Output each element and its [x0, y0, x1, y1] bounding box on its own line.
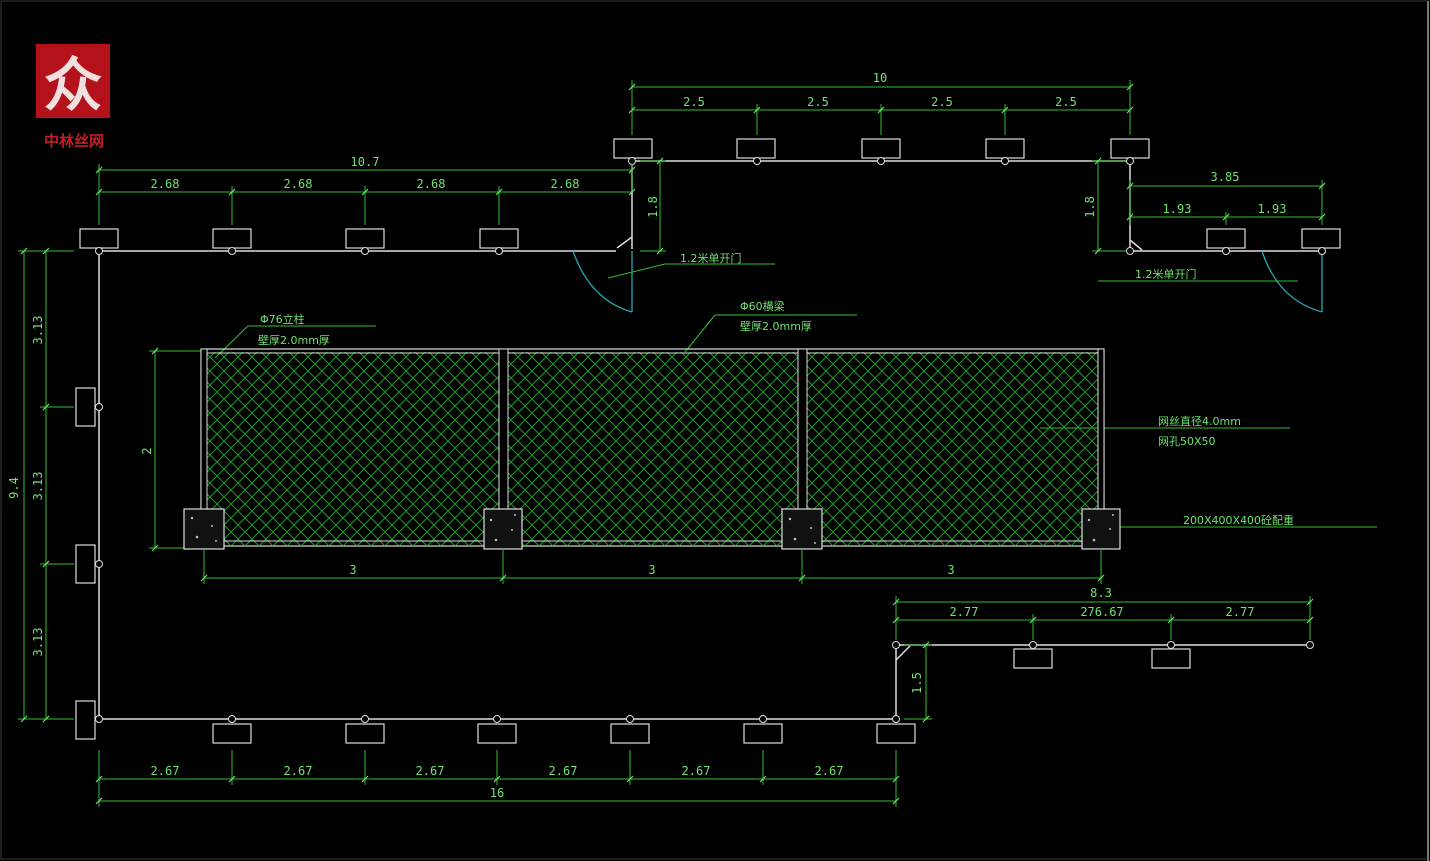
post-footing	[345, 228, 385, 249]
note-rail-spec: Φ60横梁	[740, 299, 785, 313]
dim-bottom-seg: 2.67	[151, 764, 180, 778]
dim-bottom-seg: 2.67	[815, 764, 844, 778]
note-foundation: 200X400X400砼配重	[1183, 513, 1294, 527]
note-mesh-wire: 网丝直径4.0mm	[1158, 414, 1241, 428]
dim-top-seg: 2.5	[1055, 95, 1077, 109]
note-rail-thickness: 壁厚2.0mm厚	[740, 319, 812, 333]
dimension-ticks	[20, 83, 1326, 805]
dim-left-seg: 3.13	[31, 472, 45, 501]
dim-fence-panel: 3	[349, 563, 356, 577]
dim-upper-left-seg: 2.68	[284, 177, 313, 191]
post-markers	[95, 157, 1326, 723]
door-arc-left	[572, 250, 633, 313]
post-footing	[610, 723, 650, 744]
dim-left-offset: 1.8	[646, 196, 660, 218]
dim-bottom-seg: 2.67	[682, 764, 711, 778]
door-swing-arcs	[572, 250, 1323, 313]
dim-bottom-seg: 2.67	[416, 764, 445, 778]
post-footing	[743, 723, 783, 744]
chain-link-mesh	[205, 352, 1100, 545]
dim-fence-height: 2	[140, 447, 154, 454]
post-footing	[345, 723, 385, 744]
dimension-labels: 10 2.5 2.5 2.5 2.5 10.7 2.68 2.68 2.68 2…	[7, 71, 1286, 800]
logo-brand-text: 中林丝网	[44, 132, 104, 150]
dim-bottom-seg: 2.67	[284, 764, 313, 778]
dim-lower-right-total: 8.3	[1090, 586, 1112, 600]
brand-logo: 众 中林丝网	[36, 44, 110, 150]
post-footing	[985, 138, 1025, 159]
dim-left-total: 9.4	[7, 477, 21, 499]
dim-bottom-total: 16	[490, 786, 504, 800]
post-footing	[75, 700, 96, 740]
dim-top-total: 10	[873, 71, 887, 85]
concrete-footing	[1081, 508, 1121, 550]
dim-lower-right-seg: 2.77	[1226, 605, 1255, 619]
dim-top-seg: 2.5	[931, 95, 953, 109]
dim-upper-right-total: 3.85	[1211, 170, 1240, 184]
annotations: 1.2米单开门 1.2米单开门 Φ76立柱 壁厚2.0mm厚 Φ60横梁 壁厚2…	[258, 251, 1294, 527]
dim-upper-right-seg: 1.93	[1163, 202, 1192, 216]
dim-lower-right-vertical: 1.5	[910, 672, 924, 694]
post-footing	[477, 723, 517, 744]
note-door-right: 1.2米单开门	[1135, 267, 1197, 281]
note-door-left: 1.2米单开门	[680, 251, 742, 265]
post-footing	[75, 544, 96, 584]
post-footing	[613, 138, 653, 159]
dim-upper-left-seg: 2.68	[151, 177, 180, 191]
post-footing	[1013, 648, 1053, 669]
posts	[75, 138, 1341, 744]
note-post-thickness: 壁厚2.0mm厚	[258, 333, 330, 347]
concrete-footing	[483, 508, 523, 550]
post-footing	[75, 387, 96, 427]
post-footing	[861, 138, 901, 159]
dim-upper-left-seg: 2.68	[417, 177, 446, 191]
post-footing	[79, 228, 119, 249]
dim-left-seg: 3.13	[31, 316, 45, 345]
dim-top-seg: 2.5	[683, 95, 705, 109]
post-footing	[876, 723, 916, 744]
dim-left-seg: 3.13	[31, 628, 45, 657]
post-footing	[1110, 138, 1150, 159]
dim-right-offset: 1.8	[1083, 196, 1097, 218]
post-footing	[212, 228, 252, 249]
dim-upper-left-total: 10.7	[351, 155, 380, 169]
fence-elevation	[183, 348, 1121, 550]
post-footing	[736, 138, 776, 159]
concrete-footing	[183, 508, 225, 550]
door-arc-right	[1261, 250, 1323, 313]
dim-bottom-seg: 2.67	[549, 764, 578, 778]
note-mesh-opening: 网孔50X50	[1158, 435, 1216, 448]
logo-glyph: 众	[44, 51, 102, 119]
dim-fence-panel: 3	[947, 563, 954, 577]
post-footing	[1151, 648, 1191, 669]
post-footing	[212, 723, 252, 744]
dim-lower-right-seg: 276.67	[1080, 605, 1123, 619]
dim-fence-panel: 3	[648, 563, 655, 577]
dim-lower-right-seg: 2.77	[950, 605, 979, 619]
logo-seal	[36, 44, 110, 118]
post-footing	[479, 228, 519, 249]
dim-upper-left-seg: 2.68	[551, 177, 580, 191]
dim-upper-right-seg: 1.93	[1258, 202, 1287, 216]
post-footing	[1206, 228, 1246, 249]
note-post-spec: Φ76立柱	[260, 312, 305, 326]
post-footing	[1301, 228, 1341, 249]
dim-top-seg: 2.5	[807, 95, 829, 109]
